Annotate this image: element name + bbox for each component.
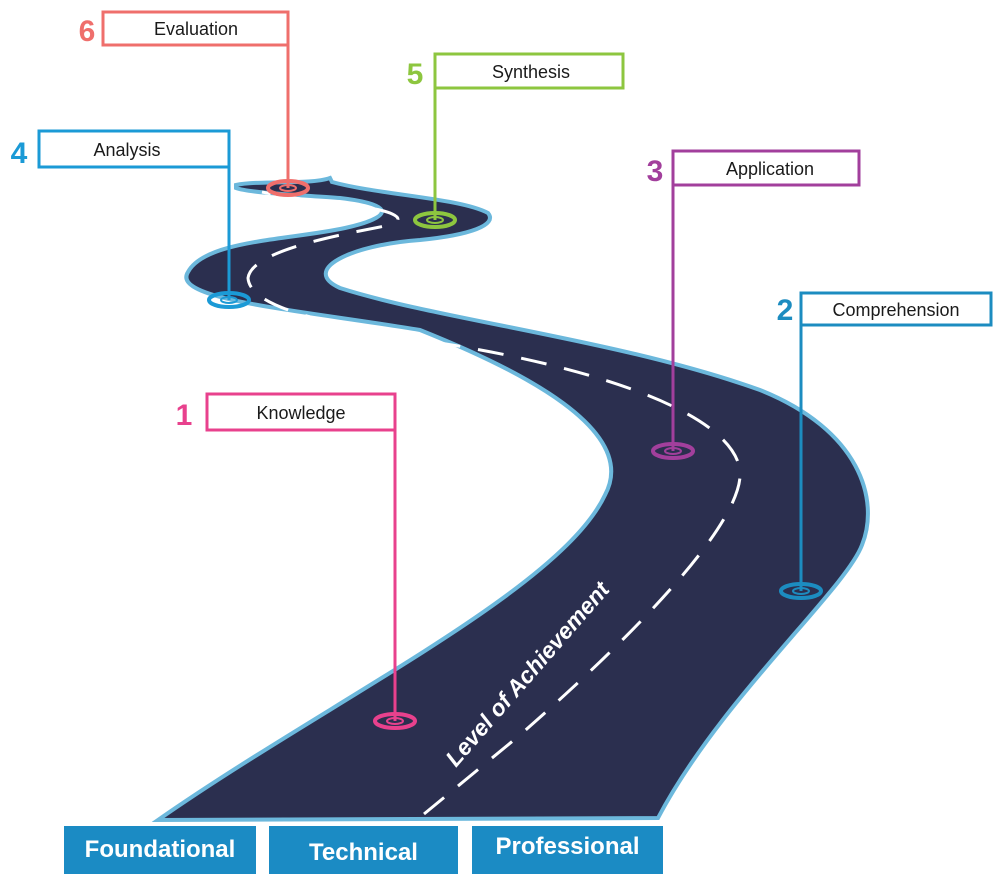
stage-label-box (799, 291, 993, 327)
stage-label: Synthesis (492, 62, 570, 82)
stage-label: Knowledge (256, 403, 345, 423)
stage-synthesis-marker: Synthesis 5 (407, 52, 625, 229)
stage-label-box (101, 10, 290, 47)
road-center-line (246, 190, 742, 816)
stage-label-box (671, 149, 861, 187)
stage-knowledge-marker: Knowledge 1 (176, 392, 417, 730)
road (151, 175, 870, 823)
stage-number: 6 (79, 15, 96, 48)
stage-label-box (37, 129, 231, 169)
stage-number: 2 (777, 294, 794, 327)
stage-label: Analysis (93, 140, 160, 160)
stage-number: 1 (176, 399, 193, 432)
stage-number: 5 (407, 58, 424, 91)
level-foundational-button[interactable]: Foundational (64, 826, 256, 874)
stage-label: Comprehension (832, 300, 959, 320)
level-professional-button[interactable]: Professional (472, 826, 663, 874)
stage-number: 4 (11, 137, 28, 170)
stage-evaluation-marker: Evaluation 6 (79, 10, 310, 197)
stage-label: Evaluation (154, 19, 238, 39)
stage-comprehension-marker: Comprehension 2 (777, 291, 993, 600)
level-technical-button[interactable]: Technical (269, 826, 458, 874)
stage-application-marker: Application 3 (647, 149, 861, 460)
stage-label-box (205, 392, 397, 432)
stage-analysis-marker: Analysis 4 (11, 129, 251, 309)
stage-label-box (433, 52, 625, 90)
stage-label: Application (726, 159, 814, 179)
stage-number: 3 (647, 155, 664, 188)
